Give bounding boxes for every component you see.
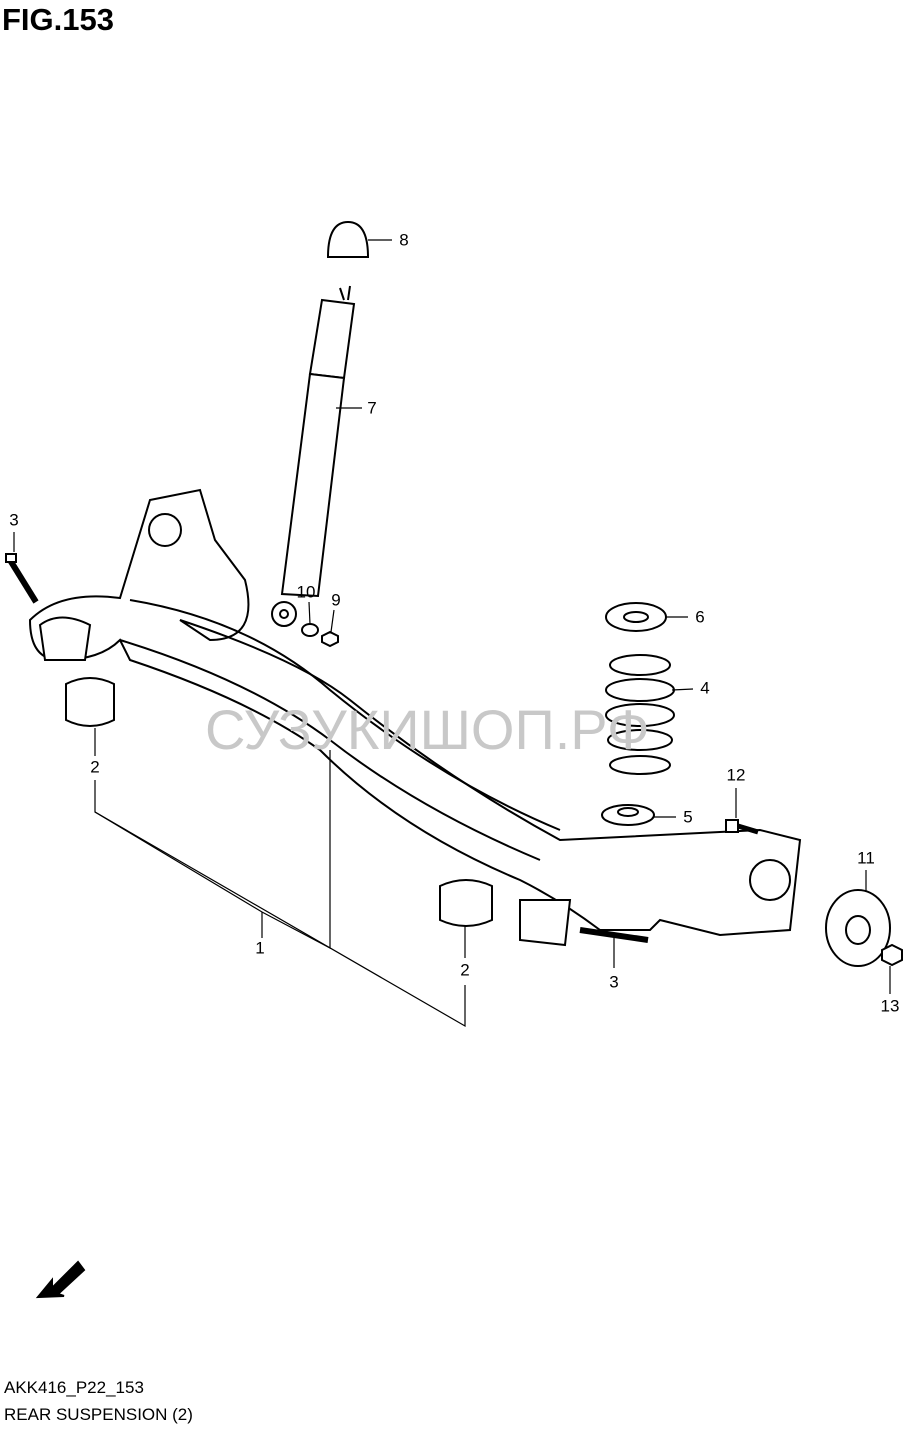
- callout-4[interactable]: 4: [700, 678, 710, 698]
- assembly-bracket-lines: [94, 750, 466, 1028]
- bolt-part[interactable]: [725, 788, 759, 835]
- callout-9[interactable]: 9: [331, 590, 341, 610]
- callout-13[interactable]: 13: [880, 996, 900, 1016]
- callout-6[interactable]: 6: [695, 607, 705, 627]
- forward-arrow-icon: [35, 1260, 86, 1299]
- bushing-part[interactable]: [65, 677, 115, 756]
- bolt-part[interactable]: [579, 927, 649, 968]
- watermark: СУЗУКИШОП.РФ: [205, 698, 650, 761]
- callout-11[interactable]: 11: [857, 848, 875, 868]
- callout-10[interactable]: 10: [296, 582, 316, 602]
- callout-2b[interactable]: 2: [460, 960, 470, 980]
- shock-cap-part[interactable]: [326, 220, 392, 258]
- callout-12[interactable]: 12: [726, 765, 746, 785]
- bolt-part[interactable]: [5, 532, 39, 604]
- callout-1[interactable]: 1: [255, 938, 265, 958]
- nut-part[interactable]: [321, 609, 339, 648]
- callout-7[interactable]: 7: [367, 398, 377, 418]
- figure-caption: REAR SUSPENSION (2): [4, 1405, 193, 1424]
- washer-part[interactable]: [301, 601, 319, 637]
- callout-8[interactable]: 8: [399, 230, 409, 250]
- callout-5[interactable]: 5: [683, 807, 693, 827]
- lower-spring-seat-part[interactable]: [601, 804, 676, 826]
- callout-2[interactable]: 2: [90, 757, 100, 777]
- figure-title: FIG.153: [2, 2, 114, 37]
- upper-spring-seat-part[interactable]: [605, 602, 688, 632]
- hub-nut-part[interactable]: [881, 943, 903, 994]
- shock-absorber-part[interactable]: [271, 285, 362, 627]
- callout-3[interactable]: 3: [9, 510, 19, 530]
- rear-axle-beam-part[interactable]: [28, 488, 802, 947]
- callout-3b[interactable]: 3: [609, 972, 619, 992]
- figure-code: AKK416_P22_153: [4, 1378, 144, 1397]
- wheel-hub-part[interactable]: [825, 870, 891, 967]
- bushing-part[interactable]: [439, 879, 493, 958]
- coil-spring-part[interactable]: [605, 654, 694, 775]
